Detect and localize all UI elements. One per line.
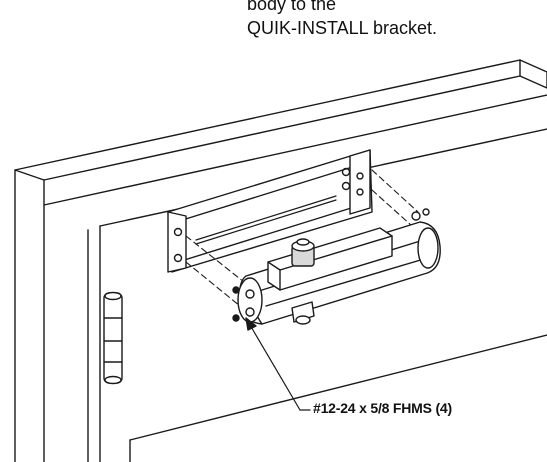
alignment-lines xyxy=(185,169,419,307)
caption-line-2: QUIK-INSTALL bracket. xyxy=(247,18,438,38)
door-frame xyxy=(14,59,547,462)
hinge xyxy=(103,291,123,385)
screw-callout-label: #12-24 x 5/8 FHMS (4) xyxy=(313,400,452,416)
quik-install-bracket xyxy=(167,149,373,273)
callout-leader xyxy=(245,317,311,411)
closer-body xyxy=(232,208,441,325)
caption-line-1: body to the xyxy=(247,0,337,14)
instruction-caption: body to the QUIK-INSTALL bracket. xyxy=(247,0,437,40)
